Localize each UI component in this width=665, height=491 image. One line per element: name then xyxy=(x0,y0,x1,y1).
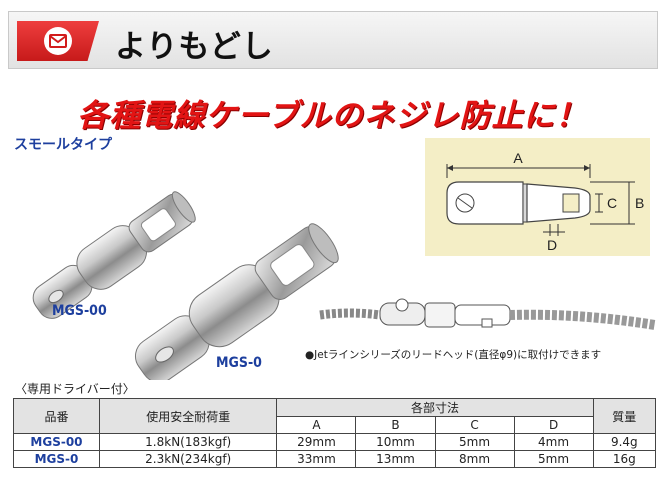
table-row: MGS-00 1.8kN(183kgf) 29mm 10mm 5mm 4mm 9… xyxy=(13,433,657,451)
cell-load: 1.8kN(183kgf) xyxy=(98,433,278,451)
header-band: よりもどし xyxy=(8,11,658,69)
header-load: 使用安全耐荷重 xyxy=(98,398,278,434)
table-subheader-row: A B C D xyxy=(14,416,656,434)
spec-table: 品番 使用安全耐荷重 各部寸法 質量 A B C D MGS-00 1.8kN(… xyxy=(13,398,657,468)
header-dim-a: A xyxy=(276,416,357,434)
cell-load: 2.3kN(234kgf) xyxy=(98,450,278,468)
cell-mass: 9.4g xyxy=(592,433,657,451)
cell-mass: 16g xyxy=(592,450,657,468)
cell-model: MGS-00 xyxy=(13,433,100,451)
header-dim-c: C xyxy=(434,416,515,434)
headline: 各種電線ケーブルのネジレ防止に！ xyxy=(77,98,588,134)
header-dim-b: B xyxy=(355,416,436,434)
table-header-row: 品番 使用安全耐荷重 各部寸法 質量 xyxy=(13,398,657,434)
dim-label-b: B xyxy=(635,195,644,211)
dimension-diagram: A C B D xyxy=(425,138,650,256)
table-row: MGS-0 2.3kN(234kgf) 33mm 13mm 8mm 5mm 16… xyxy=(13,450,657,468)
cell-dim-c: 8mm xyxy=(434,450,515,468)
cell-dim-d: 5mm xyxy=(513,450,594,468)
dim-label-c: C xyxy=(607,195,617,211)
swivel-product-image xyxy=(32,191,339,380)
cell-dim-c: 5mm xyxy=(434,433,515,451)
cell-dim-a: 33mm xyxy=(276,450,357,468)
dim-label-d: D xyxy=(547,237,557,253)
page-title: よりもどし xyxy=(115,29,274,65)
header-dims: 各部寸法 xyxy=(276,398,594,417)
rope-usage-illustration xyxy=(319,298,656,330)
logo-badge xyxy=(17,21,99,61)
series-label: スモールタイプ xyxy=(14,137,112,153)
catalog-logo-icon xyxy=(44,27,72,55)
compatibility-note: ●Jetラインシリーズのリードヘッド(直径φ9)に取付けできます xyxy=(305,349,602,361)
cell-model: MGS-0 xyxy=(13,450,100,468)
header-dim-d: D xyxy=(513,416,594,434)
cell-dim-a: 29mm xyxy=(276,433,357,451)
header-mass: 質量 xyxy=(592,398,657,434)
cell-dim-b: 10mm xyxy=(355,433,436,451)
dim-label-a: A xyxy=(513,150,523,166)
model-label-mgs-00: MGS-00 xyxy=(52,303,107,319)
model-label-mgs-0: MGS-0 xyxy=(216,355,262,371)
header-model: 品番 xyxy=(13,398,100,434)
cell-dim-b: 13mm xyxy=(355,450,436,468)
cell-dim-d: 4mm xyxy=(513,433,594,451)
driver-note: 〈専用ドライバー付〉 xyxy=(15,382,135,396)
